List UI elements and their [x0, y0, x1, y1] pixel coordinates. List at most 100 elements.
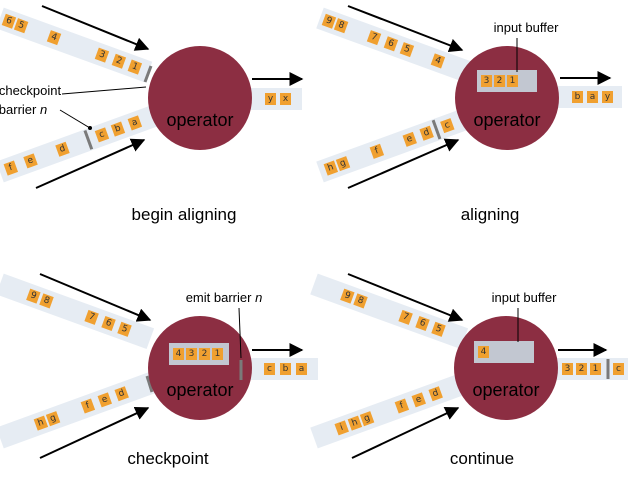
svg-text:e: e [26, 155, 35, 166]
svg-text:4: 4 [50, 32, 59, 43]
svg-text:5: 5 [17, 20, 26, 31]
record: a [127, 115, 143, 131]
svg-text:4: 4 [481, 347, 487, 357]
svg-text:8: 8 [42, 295, 51, 306]
svg-text:7: 7 [87, 312, 96, 323]
input-buffer-label: input buffer [494, 20, 559, 35]
record: 9 [340, 288, 355, 304]
record: 2 [199, 348, 210, 360]
svg-text:f: f [85, 400, 92, 411]
operator-node [455, 46, 559, 150]
svg-text:f: f [8, 163, 15, 174]
svg-text:9: 9 [29, 290, 38, 301]
record: 6 [383, 36, 399, 52]
operator-node [148, 316, 252, 420]
flow-arrow-top [347, 5, 464, 52]
panel-caption: begin aligning [132, 205, 237, 224]
svg-text:c: c [267, 364, 272, 374]
svg-text:9: 9 [343, 290, 352, 301]
svg-text:g: g [339, 158, 348, 169]
svg-text:2: 2 [202, 349, 208, 359]
panel-begin-aligning: 6 5 4 3 2 1 f e d c b a y x operator [0, 5, 304, 224]
record: d [114, 386, 129, 402]
svg-text:i: i [339, 423, 345, 433]
svg-text:8: 8 [356, 295, 365, 306]
record: 2 [576, 363, 587, 375]
flow-arrow-bottom [35, 138, 146, 189]
record: 4 [478, 346, 489, 358]
record: 5 [117, 321, 132, 337]
record: 4 [430, 53, 446, 69]
record: 1 [590, 363, 601, 375]
checkpoint-barrier-bottom [145, 375, 154, 393]
record: d [55, 141, 70, 157]
record: e [97, 392, 112, 408]
record: f [394, 398, 410, 414]
svg-text:e: e [414, 394, 423, 405]
svg-text:5: 5 [434, 324, 443, 335]
record: y [265, 93, 276, 105]
svg-text:x: x [283, 94, 289, 104]
input-stream-bottom [310, 372, 470, 449]
svg-text:b: b [114, 123, 123, 134]
flow-arrow-top [347, 273, 464, 322]
record: d [419, 125, 434, 141]
checkpoint-barrier-top [143, 65, 153, 83]
record: 9 [26, 288, 41, 304]
record: g [359, 411, 375, 427]
operator-label: operator [473, 110, 540, 130]
emit-barrier-label: emit barrier n [186, 290, 263, 305]
svg-text:d: d [117, 388, 126, 399]
svg-text:e: e [405, 134, 414, 145]
label-leader [59, 109, 91, 129]
svg-text:a: a [299, 364, 305, 374]
operator-label: operator [166, 110, 233, 130]
checkpoint-barrier-label-line2: barrier n [0, 102, 47, 117]
record: c [94, 127, 110, 143]
leader-dot [88, 126, 92, 130]
flow-arrow-bottom [39, 406, 150, 459]
panel-caption: continue [450, 449, 514, 468]
record: c [264, 363, 275, 375]
record: h [33, 415, 49, 431]
svg-text:7: 7 [401, 312, 410, 323]
operator-node [454, 316, 558, 420]
record: 6 [415, 315, 430, 332]
svg-text:c: c [98, 129, 106, 140]
svg-text:a: a [590, 92, 596, 102]
svg-text:d: d [422, 128, 431, 139]
svg-text:f: f [374, 146, 381, 157]
record: 7 [366, 30, 382, 46]
svg-text:1: 1 [130, 61, 139, 72]
record: a [296, 363, 307, 375]
input-stream-bottom [0, 372, 156, 449]
checkpoint-barrier-bottom [431, 119, 442, 140]
svg-text:h: h [326, 162, 335, 173]
svg-text:c: c [616, 364, 621, 374]
flow-arrow-top [41, 5, 150, 51]
svg-text:3: 3 [189, 349, 195, 359]
record: y [602, 91, 613, 103]
record: b [280, 363, 291, 375]
flow-arrow-top [39, 273, 152, 322]
panel-caption: aligning [461, 205, 520, 224]
record: 5 [431, 321, 446, 337]
record: e [411, 392, 426, 408]
svg-text:a: a [131, 117, 140, 128]
svg-text:g: g [363, 413, 372, 424]
checkpoint-barrier-bottom [83, 129, 94, 150]
input-buffer-label: input buffer [492, 290, 557, 305]
record: 2 [111, 53, 127, 69]
label-leader [238, 307, 242, 359]
flow-arrow-bottom [351, 407, 460, 459]
panel-aligning: 9 8 7 6 5 4 h g f e d c b a y 3 2 1 oper… [316, 5, 622, 224]
record: 8 [333, 18, 349, 34]
record: 3 [481, 75, 492, 87]
record: f [80, 398, 96, 414]
record: 1 [507, 75, 518, 87]
record: 9 [321, 13, 337, 29]
checkpoint-barrier-label: checkpoint [0, 83, 61, 98]
record: c [613, 363, 624, 375]
record: 3 [186, 348, 197, 360]
svg-text:3: 3 [98, 49, 107, 60]
